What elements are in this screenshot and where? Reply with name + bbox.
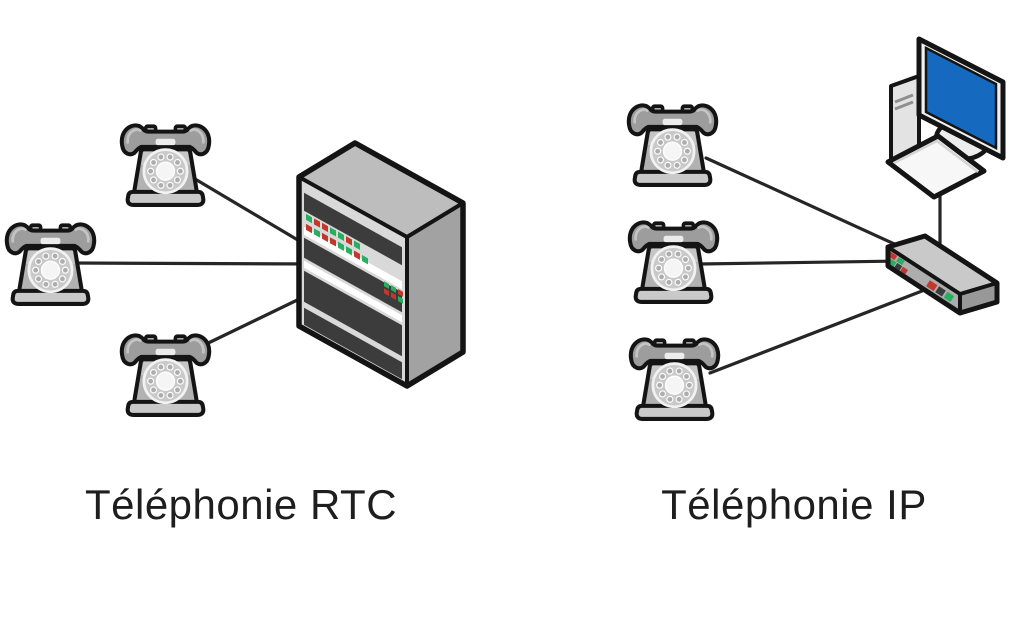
rotary-phone-icon-ip-3 [631, 339, 718, 419]
connection-lines [68, 156, 942, 375]
label-telephonie-rtc: Téléphonie RTC [84, 481, 398, 528]
label-telephonie-ip: Téléphonie IP [661, 481, 927, 528]
rotary-phone-icon-rtc-1 [122, 125, 209, 205]
led-indicators [384, 281, 403, 304]
monitor-screen [924, 45, 998, 151]
keyboard [885, 133, 987, 200]
desktop-computer-icon [885, 36, 1006, 200]
led-indicators [306, 213, 368, 265]
line-ip-phone1-switch [704, 156, 914, 254]
pbx-rack-icon [296, 140, 466, 389]
rotary-phone-icon-ip-2 [630, 222, 717, 302]
line-rtc-phone2-pbx [68, 261, 320, 266]
monitor [916, 36, 1006, 161]
network-switch-icon [885, 233, 1000, 316]
rotary-phone-icon-ip-1 [629, 105, 716, 185]
rotary-phone-icon-rtc-3 [122, 335, 209, 415]
line-ip-phone2-switch [698, 259, 904, 266]
line-ip-phone3-switch [708, 289, 924, 375]
